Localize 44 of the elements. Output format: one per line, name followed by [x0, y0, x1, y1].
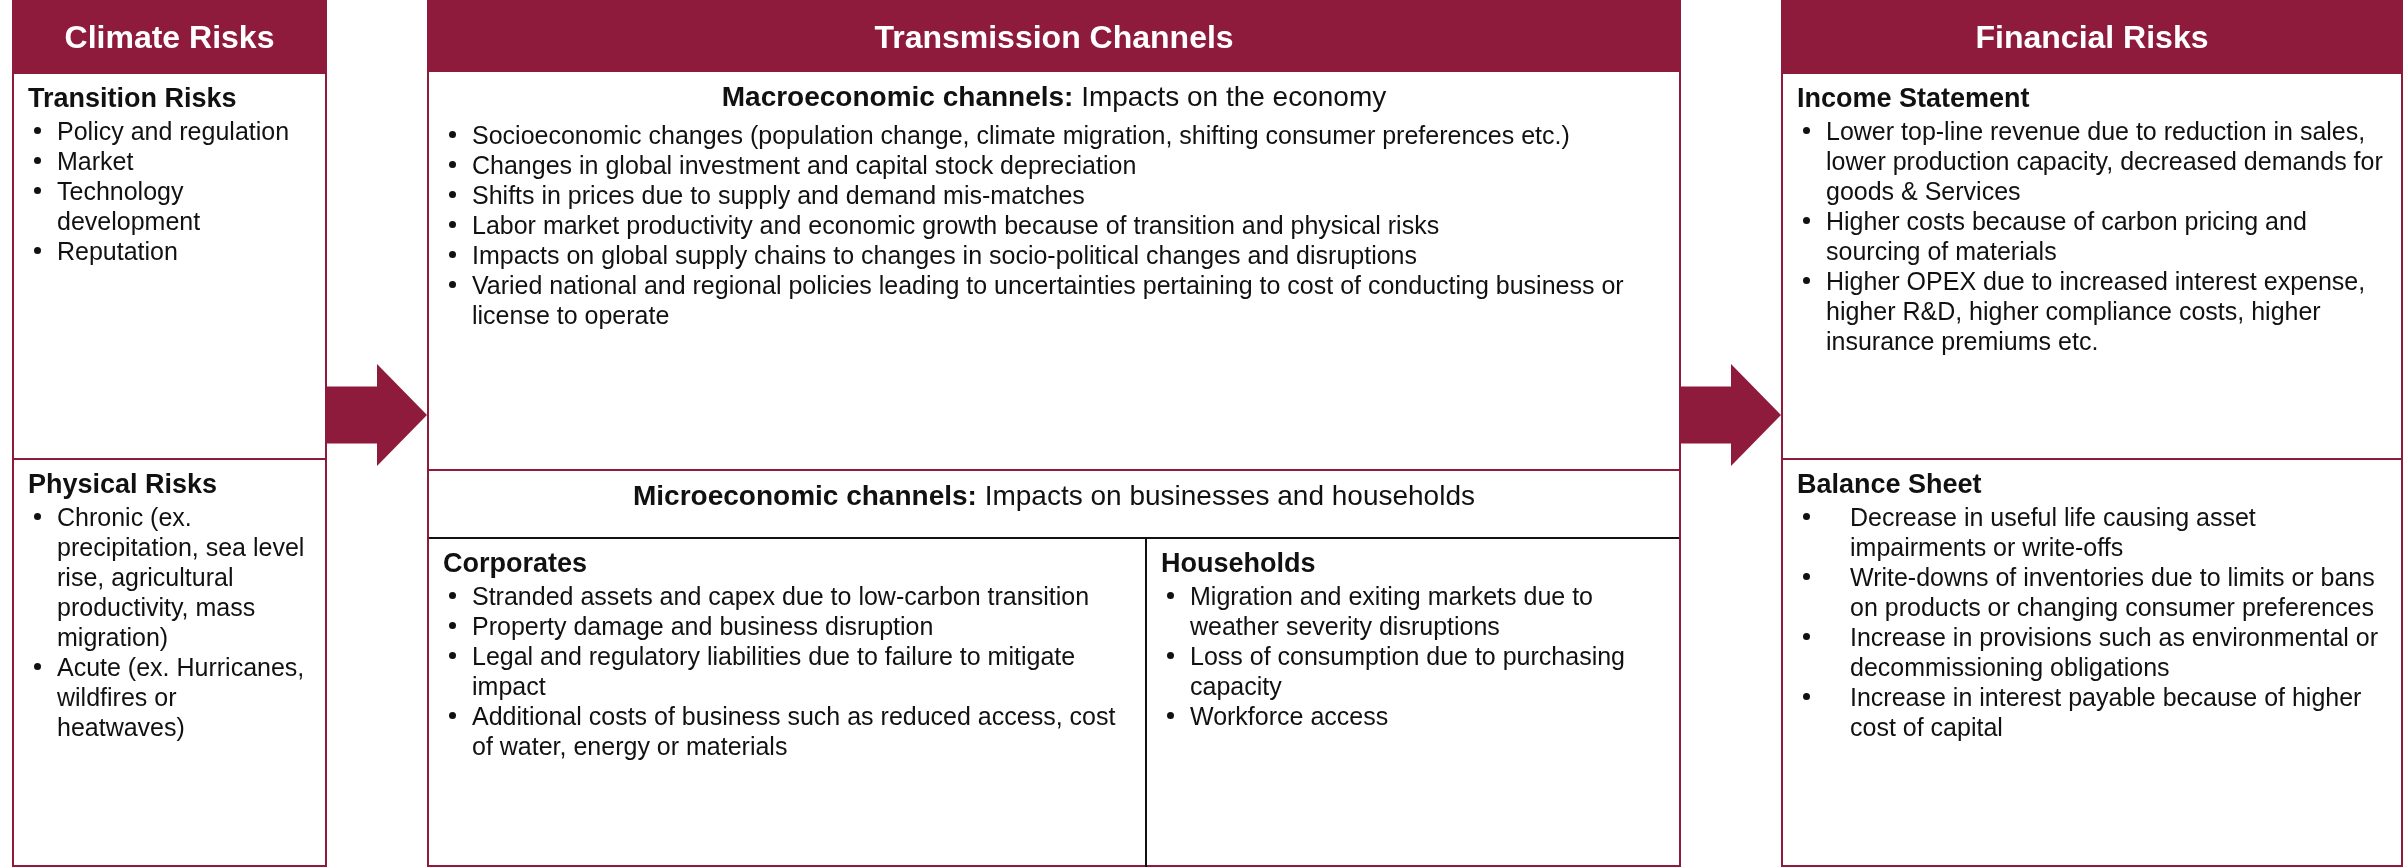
panel-title: Financial Risks: [1783, 2, 2401, 72]
bullet-text: Workforce access: [1190, 701, 1389, 732]
section-heading: Transition Risks: [28, 82, 238, 115]
section-box: [429, 537, 1147, 867]
bullet-text: Property damage and business disruption: [472, 611, 934, 642]
bullet-text: Loss of consumption due to purchasing capacity: [1190, 641, 1626, 702]
section-heading: Corporates: [443, 547, 589, 580]
section-box: [429, 469, 1679, 867]
section-heading: Income Statement: [1797, 82, 2031, 115]
bullet-text: Varied national and regional policies leading to uncertainties pertaining to cost of conducting business or license to operate: [472, 269, 1625, 330]
bullet-text: Legal and regulatory liabilities due to failure to mitigate impact: [472, 641, 1077, 702]
bullet-text: Technology development: [57, 176, 202, 237]
panel: [12, 0, 327, 867]
bullet-text: Migration and exiting markets due to weather severity disruptions: [1190, 581, 1594, 642]
bullet-text: Socioeconomic changes (population change, climate migration, shifting consumer preferences etc.): [472, 119, 1570, 150]
section-heading: Microeconomic channels: Impacts on businesses and households: [632, 479, 1476, 513]
bullet-text: Decrease in useful life causing asset impairments or write-offs: [1850, 502, 2257, 563]
bullet-text: Acute (ex. Hurricanes, wildfires or heatwaves): [57, 652, 306, 743]
bullet-text: Impacts on global supply chains to changes in socio-political changes and disruptions: [472, 239, 1417, 270]
bullet-text: Changes in global investment and capital stock depreciation: [472, 149, 1137, 180]
bullet-text: Policy and regulation: [57, 116, 290, 147]
bullet-text: Higher costs because of carbon pricing and sourcing of materials: [1826, 206, 2308, 267]
section-heading: Households: [1161, 547, 1317, 580]
bullet-text: Additional costs of business such as reduced access, cost of water, energy or materials: [472, 701, 1117, 762]
bullet-text: Stranded assets and capex due to low-carbon transition: [472, 581, 1090, 612]
section-heading: Macroeconomic channels: Impacts on the economy: [720, 80, 1388, 114]
bullet-text: Write-downs of inventories due to limits or bans on products or changing consumer preferences: [1850, 562, 2376, 623]
bullet-text: Market: [57, 146, 134, 177]
panel: [427, 0, 1681, 867]
block-arrow: [327, 364, 427, 466]
bullet-text: Increase in interest payable because of higher cost of capital: [1850, 682, 2363, 743]
bullet-text: Lower top-line revenue due to reduction in sales, lower production capacity, decreased demands for goods & Services: [1826, 116, 2384, 207]
bullet-text: Chronic (ex. precipitation, sea level rise, agricultural productivity, mass migration): [57, 502, 306, 653]
block-arrow: [1681, 364, 1781, 466]
bullet-text: Increase in provisions such as environmental or decommissioning obligations: [1850, 622, 2380, 683]
bullet-text: Higher OPEX due to increased interest expense, higher R&D, higher compliance costs, higher insurance premiums etc.: [1826, 266, 2367, 357]
bullet-text: Labor market productivity and economic growth because of transition and physical risks: [472, 209, 1440, 240]
bullet-text: Reputation: [57, 236, 178, 267]
bullet-text: Shifts in prices due to supply and demand mis-matches: [472, 179, 1085, 210]
section-heading: Physical Risks: [28, 468, 219, 501]
panel-title: Transmission Channels: [429, 2, 1679, 72]
section-heading: Balance Sheet: [1797, 468, 1983, 501]
panel-title: Climate Risks: [14, 2, 325, 72]
panel: [1781, 0, 2403, 867]
